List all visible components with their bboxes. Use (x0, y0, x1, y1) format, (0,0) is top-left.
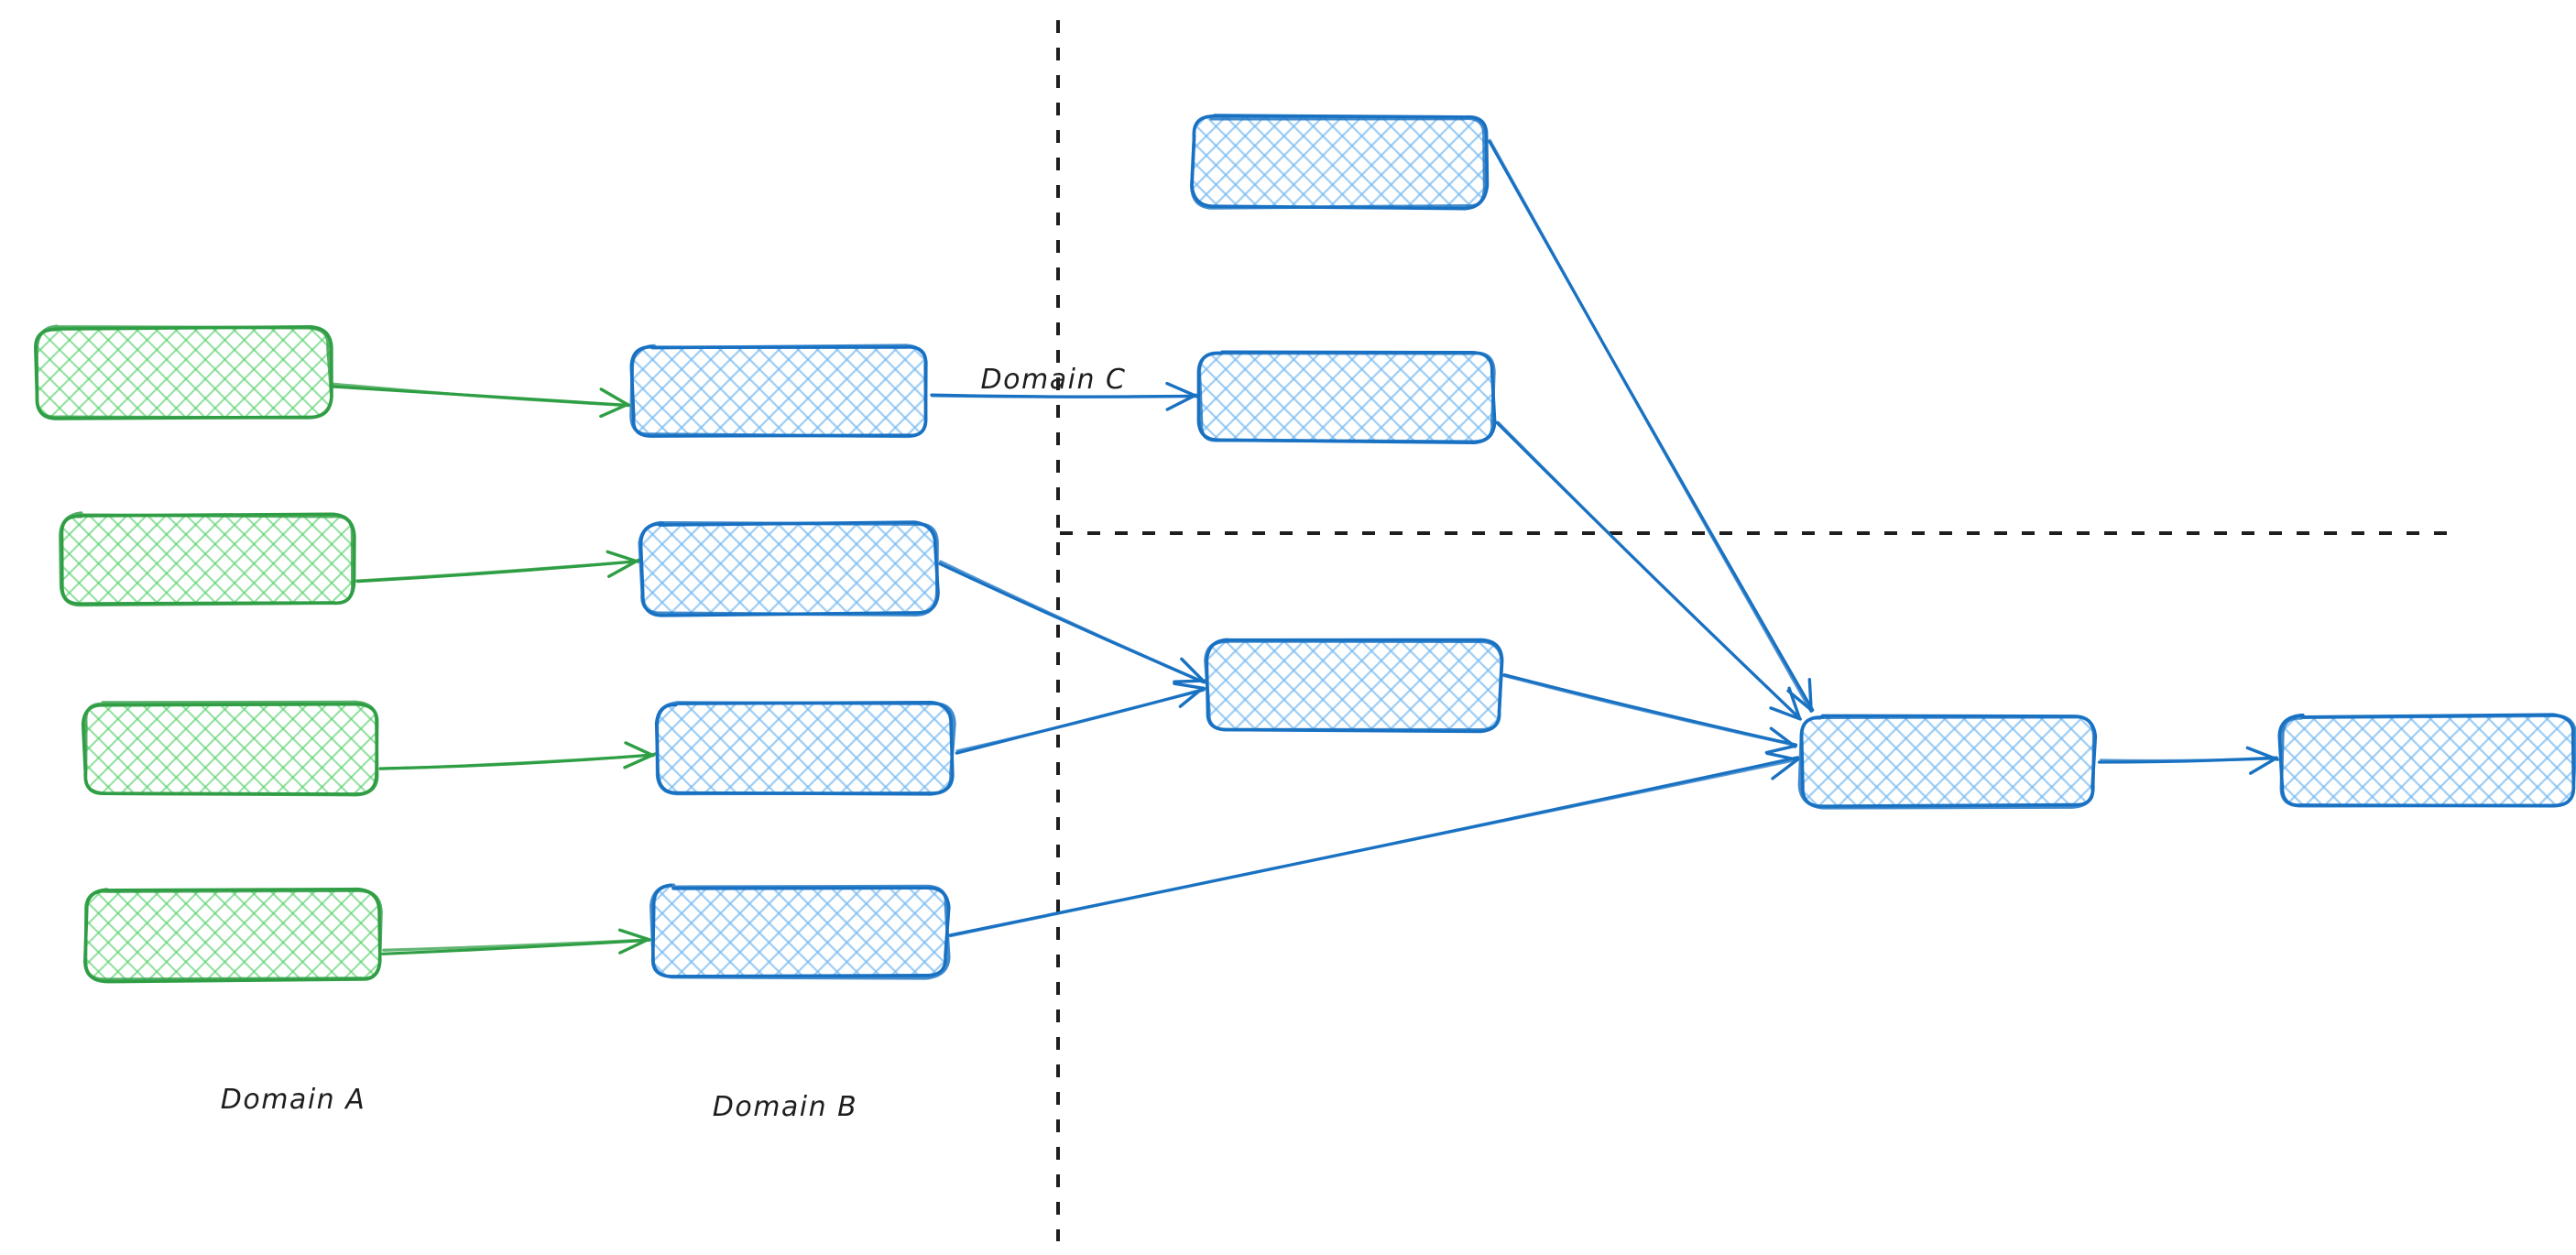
edge-a3-to-b3[interactable] (378, 741, 657, 770)
node-fill-b4 (652, 887, 947, 977)
arrowhead-barb (1180, 657, 1206, 683)
node-fill-d2 (2281, 716, 2574, 806)
node-outline (59, 511, 355, 607)
arrowhead-barb (618, 938, 649, 955)
process-node-a2[interactable] (59, 511, 356, 607)
edge-line (355, 559, 640, 583)
edge-line (1488, 138, 1813, 713)
arrowhead-barb (607, 558, 640, 578)
edge-line (378, 753, 656, 770)
process-node-b4[interactable] (649, 883, 951, 980)
arrowhead-barb (2249, 756, 2278, 775)
arrowhead-barb (1165, 393, 1197, 411)
node-outline (35, 324, 333, 420)
edge-b2-to-c3[interactable] (938, 560, 1206, 684)
process-node-a4[interactable] (83, 887, 383, 984)
edge-b1-to-c2[interactable] (930, 381, 1199, 411)
node-outline (655, 701, 956, 796)
edge-a1-to-b1[interactable] (331, 382, 631, 419)
node-fill-a3 (84, 704, 377, 793)
domain-label-layer: Domain A Domain B Domain C (221, 364, 1127, 1123)
node-outline (2279, 714, 2576, 808)
edge-line (1496, 420, 1800, 719)
node-outline (649, 883, 951, 980)
node-outline (629, 344, 928, 439)
edge-line (2099, 757, 2278, 763)
edge-c1-to-d1[interactable] (1488, 138, 1815, 713)
edge-line (382, 938, 649, 952)
edge-b4-to-d1[interactable] (948, 751, 1800, 938)
edge-line (939, 560, 1206, 684)
arrowhead-barb (617, 928, 651, 942)
node-outline (1190, 115, 1487, 210)
node-fill-c2 (1200, 352, 1493, 442)
node-outline (83, 889, 383, 981)
domain-label-domain-a: Domain A (221, 1084, 366, 1116)
divider-layer (1056, 20, 2453, 1241)
arrowhead-barb (1769, 706, 1802, 721)
process-node-c2[interactable] (1196, 350, 1497, 445)
arrowhead-barb (1769, 726, 1797, 748)
domain-label-domain-b: Domain B (713, 1091, 858, 1123)
arrowhead-barb (1178, 686, 1205, 708)
edge-c3-to-d1[interactable] (1501, 673, 1798, 755)
edge-layer (331, 138, 2279, 955)
node-fill-a4 (86, 890, 379, 980)
process-node-b2[interactable] (638, 520, 940, 617)
node-fill-a2 (60, 515, 354, 605)
process-node-a1[interactable] (34, 324, 333, 420)
arrowhead-barb (1764, 744, 1798, 755)
edge-line (930, 394, 1198, 398)
arrowhead-barb (623, 752, 657, 769)
arrowhead-barb (1787, 686, 1801, 720)
edge-line (948, 758, 1799, 938)
node-outline (83, 700, 379, 797)
process-node-d2[interactable] (2277, 713, 2576, 808)
node-fill-c3 (1207, 641, 1501, 731)
process-node-c1[interactable] (1190, 114, 1490, 211)
node-outline (638, 520, 939, 617)
node-outline (1204, 639, 1504, 732)
node-fill-b3 (658, 704, 953, 793)
node-layer (34, 114, 2576, 984)
edge-d1-to-d2[interactable] (2097, 746, 2279, 775)
node-fill-b1 (632, 346, 927, 436)
node-fill-b2 (641, 524, 936, 614)
node-fill-d1 (1801, 716, 2094, 806)
process-node-d1[interactable] (1797, 714, 2098, 810)
arrowhead-barb (624, 741, 655, 758)
node-outline (1797, 715, 2096, 810)
edge-line (1501, 673, 1797, 747)
node-fill-a1 (37, 328, 330, 418)
process-node-b3[interactable] (654, 700, 956, 796)
edge-b3-to-c3[interactable] (955, 682, 1206, 755)
arrowhead-barb (606, 550, 639, 563)
process-node-b1[interactable] (629, 344, 928, 439)
process-node-c3[interactable] (1204, 638, 1504, 734)
arrowhead-barb (1807, 677, 1813, 713)
process-node-a3[interactable] (81, 700, 379, 797)
arrowhead-barb (1173, 682, 1206, 691)
arrowhead-barb (2245, 746, 2279, 761)
arrowhead-barb (1765, 751, 1798, 761)
arrowhead-barb (1165, 381, 1199, 398)
node-outline (1197, 351, 1496, 443)
edge-a4-to-b4[interactable] (381, 928, 651, 955)
node-fill-c1 (1193, 117, 1486, 207)
edge-c2-to-d1[interactable] (1495, 420, 1802, 721)
arrowhead-barb (1173, 679, 1206, 683)
edge-line (331, 382, 631, 408)
edge-a2-to-b2[interactable] (355, 550, 640, 584)
domain-label-domain-c: Domain C (981, 364, 1127, 396)
arrowhead-barb (1771, 758, 1800, 780)
arrowhead-barb (599, 402, 629, 419)
arrowhead-barb (599, 387, 630, 407)
edge-line (955, 687, 1206, 753)
